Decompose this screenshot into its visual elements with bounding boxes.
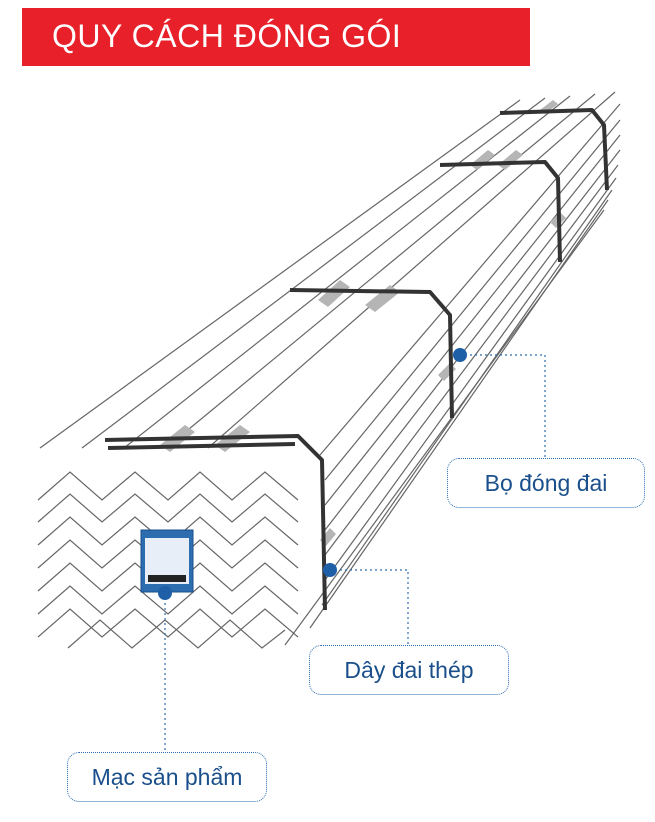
callout-product-label-text: Mạc sản phẩm [91, 763, 243, 790]
page-title: QUY CÁCH ĐÓNG GÓI [52, 18, 402, 54]
callout-bundle-wrap-label: Bọ đóng đai [484, 469, 608, 496]
dot-marker-icon [453, 348, 467, 362]
callout-bundle-wrap: Bọ đóng đai [447, 458, 645, 508]
callout-product-label: Mạc sản phẩm [67, 752, 267, 802]
title-bar: QUY CÁCH ĐÓNG GÓI [22, 8, 530, 66]
dot-marker-icon [158, 586, 172, 600]
steel-straps [104, 108, 609, 611]
callout-steel-strap: Dây đai thép [309, 645, 509, 695]
callout-steel-strap-label: Dây đai thép [344, 656, 474, 683]
product-tag-icon [140, 529, 194, 593]
connector-lines [164, 354, 546, 752]
dot-marker-icon [323, 563, 337, 577]
